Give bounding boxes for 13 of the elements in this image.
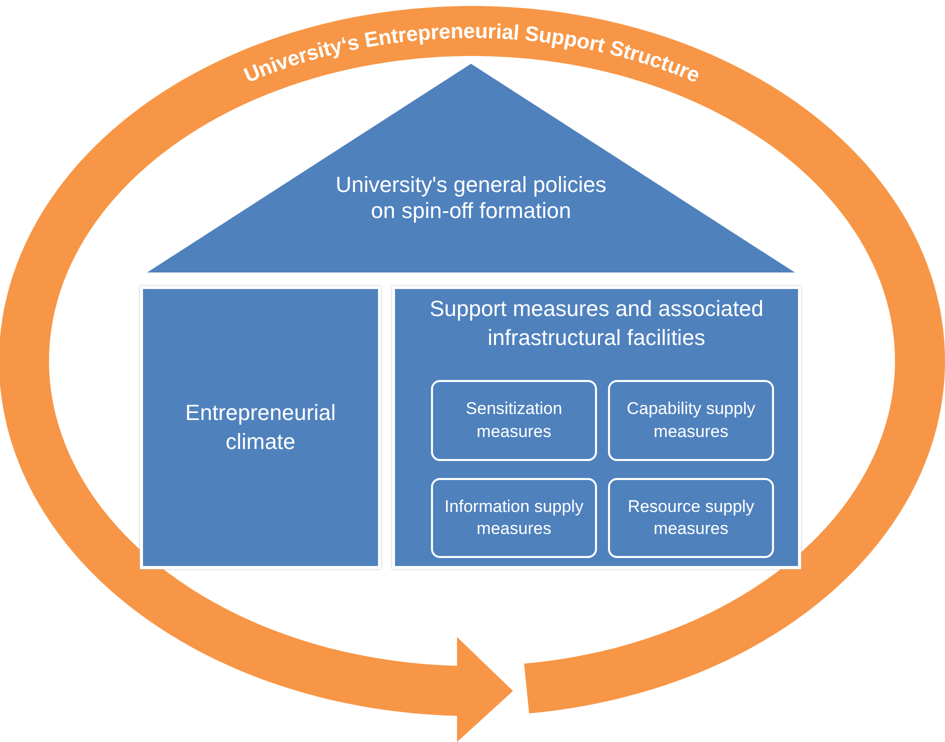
panel-label: Entrepreneurial climate — [184, 398, 337, 456]
measure-label: Capability supply measures — [626, 398, 756, 442]
measure-label: Sensitization measures — [464, 398, 564, 442]
measure-box — [608, 380, 774, 461]
measure-box — [608, 478, 774, 558]
panel — [140, 286, 381, 569]
panel-label: Support measures and associated infrastructural facilities — [428, 295, 764, 352]
measure-label: Information supply measures — [444, 496, 584, 540]
panel — [392, 286, 801, 569]
roof-label: University's general policies on spin-off formation — [334, 172, 608, 225]
measure-label: Resource supply measures — [626, 496, 756, 540]
measure-box — [431, 380, 597, 461]
measure-box — [431, 478, 597, 558]
